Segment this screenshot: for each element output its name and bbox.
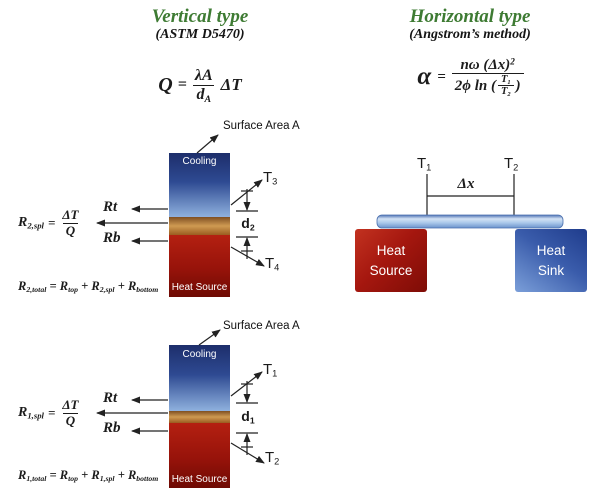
r1spl-equation: R1,spl = ΔT Q [18,397,79,428]
t4-label: T4 [265,255,280,273]
surface-area-leader-top [196,134,219,154]
alpha-formula: α = nω (Δx)2 2ϕ ln ( T1 T2 ) [388,57,553,98]
cooling-block-bottom [169,345,230,411]
vertical-type-subtitle: (ASTM D5470) [155,27,245,42]
horizontal-diagram-lines [426,174,515,222]
t2-leader [230,442,265,464]
alpha-fraction: nω (Δx)2 2ϕ ln ( T1 T2 ) [451,57,524,98]
delta-t-term: ΔT [220,75,242,94]
r2spl-equation: R2,spl = ΔT Q [18,207,79,238]
r2total-equation: R2,total = Rtop + R2,spl + Rbottom [18,279,159,295]
alpha-numerator: nω (Δx)2 [460,57,515,73]
horizontal-type-subtitle: (Angstrom’s method) [409,27,531,42]
cooling-block-top [169,153,230,217]
t2-label-vertical: T2 [265,449,280,467]
annotations-top [96,134,265,267]
d2-label: d2 [241,215,255,233]
cooling-label-bottom: Cooling [182,349,217,360]
q-formula: Q = λA dA ΔT [130,59,270,111]
t1-t2-fraction: T1 T2 [497,74,514,98]
q-denominator: dA [193,84,215,104]
surface-area-label-bottom: Surface Area A [223,320,300,332]
heat-source-block-top [169,235,230,297]
t1-label-vertical: T1 [263,361,278,379]
sample-band-top [169,217,230,235]
q-symbol: Q [158,73,173,96]
delta-x-label: Δx [457,176,475,192]
heat-source-block-bottom [169,423,230,488]
equals-sign: = [177,76,187,93]
r1total-equation: R1,total = Rtop + R1,spl + Rbottom [18,468,159,484]
q-fraction: λA dA [192,67,216,104]
vertical-type-title: Vertical type [151,6,249,27]
rt-label-bottom: Rt [103,390,118,406]
surface-area-leader-bottom [198,329,221,346]
vertical-stack-top [169,153,230,297]
rb-label-bottom: Rb [103,420,121,436]
t1-label-horizontal: T1 [417,155,432,173]
surface-area-label-top: Surface Area A [223,120,300,132]
cooling-label-top: Cooling [182,156,217,167]
heat-source-label-top: Heat Source [171,282,228,293]
heat-source-label-bottom: Heat Source [171,474,228,485]
rb-label-top: Rb [103,230,121,246]
horizontal-type-title: Horizontal type [409,6,531,27]
heat-sink-box: Heat Sink [515,229,587,292]
t2-label-horizontal: T2 [504,155,519,173]
vertical-stack-bottom [169,345,230,488]
sample-band-bottom [169,411,230,423]
t4-leader [230,246,265,267]
q-numerator: λA [194,67,213,85]
alpha-symbol: α [417,63,432,91]
alpha-denominator: 2ϕ ln ( T1 T2 ) [451,73,524,98]
heat-source-box: Heat Source [355,229,427,292]
rt-label-top: Rt [103,199,118,215]
sample-rod [376,214,564,229]
d1-label: d1 [241,408,255,426]
t3-label: T3 [263,169,278,187]
equals-sign: = [437,68,446,85]
annotations-bottom [96,329,265,464]
